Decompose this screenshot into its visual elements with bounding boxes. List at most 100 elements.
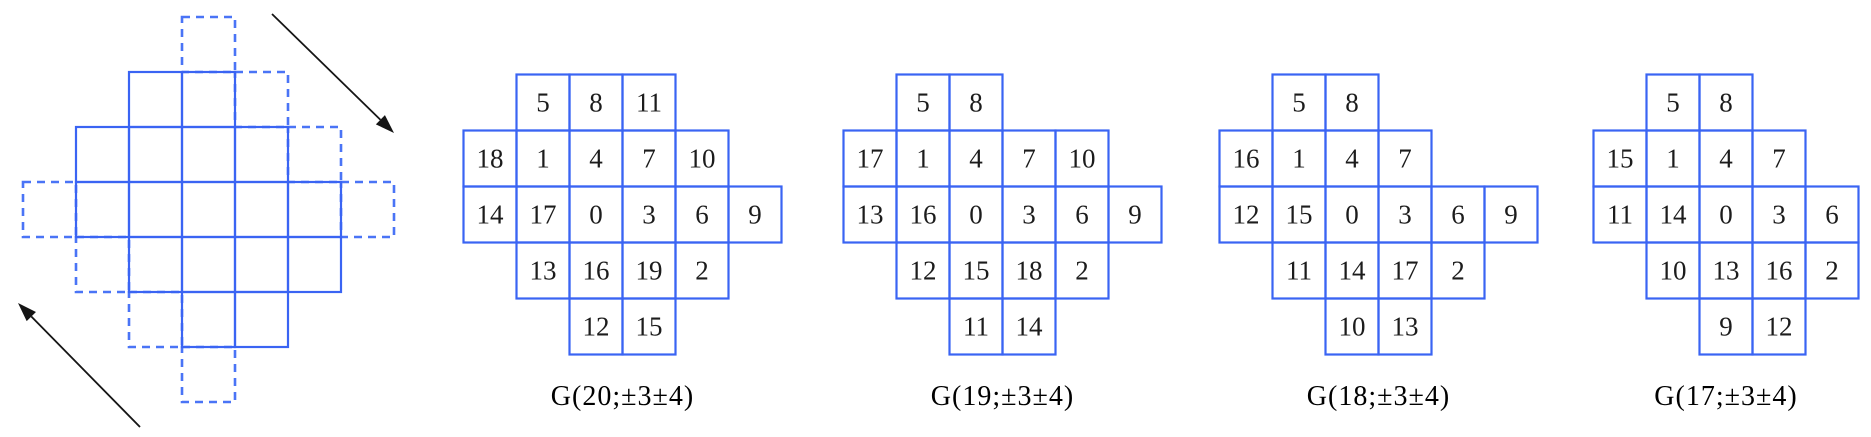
cell-number: 8 bbox=[589, 88, 603, 118]
grid-cell bbox=[1107, 185, 1163, 244]
cell-number: 12 bbox=[1233, 200, 1260, 230]
tile-cell-dashed bbox=[74, 235, 131, 294]
cell-number: 12 bbox=[1766, 312, 1793, 342]
cell-number: 1 bbox=[536, 144, 550, 174]
tile-cell-dashed bbox=[127, 290, 184, 349]
grid-cell bbox=[674, 241, 730, 300]
tile-cell-solid bbox=[74, 125, 131, 184]
cell-number: 10 bbox=[689, 144, 716, 174]
cell-number: 9 bbox=[1128, 200, 1142, 230]
cell-number: 12 bbox=[583, 312, 610, 342]
cell-number: 2 bbox=[1075, 256, 1089, 286]
cell-number: 0 bbox=[1345, 200, 1359, 230]
cell-number: 17 bbox=[857, 144, 884, 174]
cell-number: 17 bbox=[530, 200, 557, 230]
grid-cell bbox=[727, 185, 783, 244]
direction-arrow-line bbox=[30, 315, 141, 428]
cell-number: 7 bbox=[1398, 144, 1412, 174]
grid-label-g18: G(18;±3±4) bbox=[1306, 381, 1451, 412]
tile-cell-solid bbox=[233, 290, 290, 349]
tile-cell-solid bbox=[233, 125, 290, 184]
cell-number: 16 bbox=[583, 256, 610, 286]
cell-number: 1 bbox=[1292, 144, 1306, 174]
cell-number: 2 bbox=[1451, 256, 1465, 286]
cell-number: 13 bbox=[857, 200, 884, 230]
tile-cell-solid bbox=[127, 180, 184, 239]
cell-number: 14 bbox=[477, 200, 505, 230]
cell-number: 10 bbox=[1339, 312, 1366, 342]
cell-number: 13 bbox=[1713, 256, 1740, 286]
cell-number: 5 bbox=[1666, 88, 1680, 118]
cell-number: 10 bbox=[1660, 256, 1687, 286]
grid-label-g17: G(17;±3±4) bbox=[1654, 381, 1798, 412]
cell-number: 4 bbox=[1719, 144, 1733, 174]
cell-number: 0 bbox=[1719, 200, 1733, 230]
cell-number: 4 bbox=[589, 144, 603, 174]
tile-cell-dashed bbox=[233, 70, 290, 129]
tiling-diagram bbox=[18, 13, 396, 428]
cell-number: 7 bbox=[1772, 144, 1786, 174]
cell-number: 0 bbox=[589, 200, 603, 230]
cell-number: 13 bbox=[530, 256, 557, 286]
cell-number: 15 bbox=[1286, 200, 1313, 230]
cell-number: 5 bbox=[916, 88, 930, 118]
cell-number: 5 bbox=[536, 88, 550, 118]
cell-number: 3 bbox=[642, 200, 656, 230]
cell-number: 11 bbox=[636, 88, 662, 118]
cell-number: 16 bbox=[1233, 144, 1260, 174]
cell-number: 14 bbox=[1016, 312, 1044, 342]
cell-number: 3 bbox=[1022, 200, 1036, 230]
tile-cell-solid bbox=[180, 290, 237, 349]
cell-number: 8 bbox=[1719, 88, 1733, 118]
cell-number: 3 bbox=[1398, 200, 1412, 230]
cell-number: 15 bbox=[636, 312, 663, 342]
direction-arrow-head bbox=[18, 303, 36, 322]
grid-label-g19: G(19;±3±4) bbox=[930, 381, 1075, 412]
cell-number: 11 bbox=[963, 312, 989, 342]
cell-number: 6 bbox=[1825, 200, 1839, 230]
cell-number: 3 bbox=[1772, 200, 1786, 230]
tile-cell-solid bbox=[180, 70, 237, 129]
cell-number: 16 bbox=[910, 200, 937, 230]
cell-number: 16 bbox=[1766, 256, 1793, 286]
direction-arrow-line bbox=[271, 13, 382, 121]
cell-number: 6 bbox=[1451, 200, 1465, 230]
cell-number: 18 bbox=[477, 144, 504, 174]
cell-number: 7 bbox=[642, 144, 656, 174]
cell-number: 6 bbox=[695, 200, 709, 230]
cell-number: 5 bbox=[1292, 88, 1306, 118]
grid-cell bbox=[1751, 297, 1807, 356]
tile-cell-dashed bbox=[21, 180, 78, 239]
cell-number: 18 bbox=[1016, 256, 1043, 286]
cell-number: 6 bbox=[1075, 200, 1089, 230]
cell-number: 8 bbox=[969, 88, 983, 118]
cell-number: 9 bbox=[748, 200, 762, 230]
direction-arrow-head bbox=[375, 115, 394, 133]
cell-number: 12 bbox=[910, 256, 937, 286]
grid-cell bbox=[621, 297, 677, 356]
cell-number: 8 bbox=[1345, 88, 1359, 118]
cell-number: 9 bbox=[1719, 312, 1733, 342]
tile-cell-solid bbox=[127, 125, 184, 184]
grid-cell bbox=[1804, 241, 1860, 300]
tile-cell-solid bbox=[180, 180, 237, 239]
cell-number: 9 bbox=[1504, 200, 1518, 230]
tile-cell-dashed bbox=[180, 345, 237, 404]
tile-cell-solid bbox=[233, 180, 290, 239]
cell-number: 0 bbox=[969, 200, 983, 230]
cell-number: 1 bbox=[1666, 144, 1680, 174]
tile-cell-solid bbox=[127, 235, 184, 294]
tile-cell-solid bbox=[286, 180, 343, 239]
tile-cell-solid bbox=[74, 180, 131, 239]
tile-cell-solid bbox=[127, 70, 184, 129]
tile-cell-dashed bbox=[339, 180, 396, 239]
cell-number: 10 bbox=[1069, 144, 1096, 174]
cell-number: 4 bbox=[969, 144, 983, 174]
